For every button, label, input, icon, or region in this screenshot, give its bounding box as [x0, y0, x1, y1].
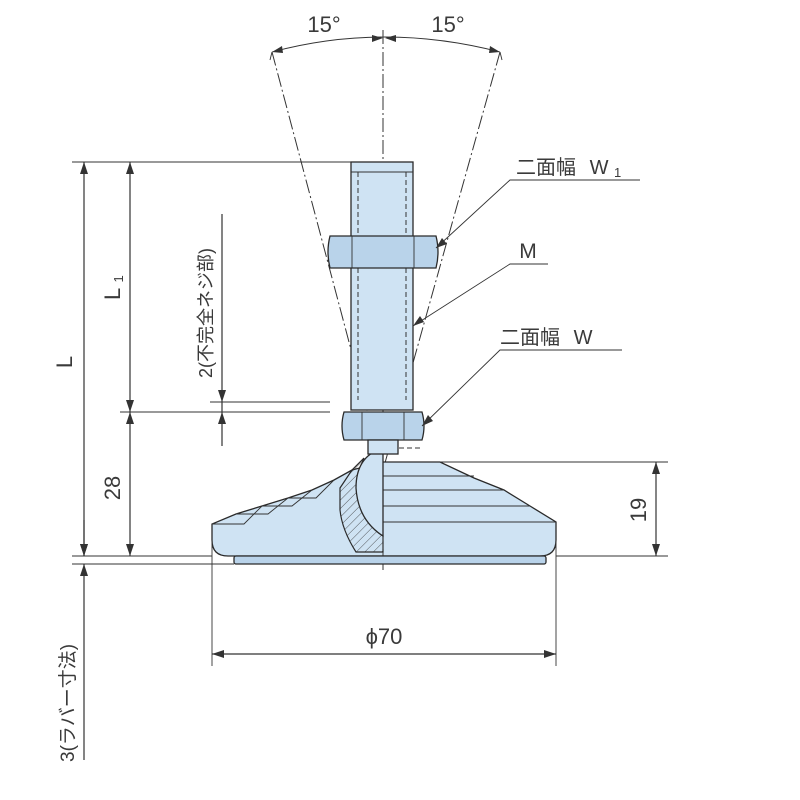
leader-m — [412, 263, 548, 327]
angle-left-tick — [269, 51, 273, 61]
angle-left-label: 15° — [307, 12, 340, 37]
callouts: 二面幅 W 1 M 二面幅 W — [412, 156, 640, 427]
dim-19: 19 — [440, 461, 668, 557]
label-incomplete-thread: 2(不完全ネジ部) — [196, 248, 216, 378]
swivel-angle-group: 15° 15° — [269, 12, 503, 471]
ball — [355, 447, 384, 538]
base-pad — [211, 447, 557, 565]
base-steps-right — [383, 475, 556, 523]
label-w1-prefix: 二面幅 — [516, 156, 576, 179]
label-w-symbol: W — [574, 327, 593, 349]
label-l: L — [52, 356, 77, 368]
threaded-stud — [350, 161, 414, 411]
bolt-assembly — [327, 161, 439, 455]
label-28: 28 — [100, 476, 125, 500]
label-m: M — [519, 240, 537, 263]
label-l1-group: L 1 — [100, 275, 126, 300]
leader-w — [421, 349, 622, 427]
dim-l1: L 1 — [100, 162, 134, 412]
base-body — [211, 461, 557, 557]
base-hex-w — [341, 411, 425, 441]
angle-arrow-center-right — [385, 35, 396, 42]
dim-l: L — [52, 161, 351, 556]
label-rubber: 3(ラバー寸法) — [57, 644, 79, 762]
label-w-group: 二面幅 W — [500, 326, 593, 349]
angle-arrow-left-end — [272, 46, 283, 53]
dim-diameter: ϕ70 — [211, 540, 557, 666]
dim-28: 28 — [100, 412, 134, 556]
angle-arrow-center-left — [372, 35, 383, 42]
label-w1-group: 二面幅 W 1 — [516, 156, 621, 180]
label-w1-sub: 1 — [614, 165, 621, 180]
rubber-pad — [233, 555, 547, 565]
label-l1-sub: 1 — [111, 275, 126, 282]
swivel-angle-arc — [271, 36, 501, 53]
label-19: 19 — [626, 498, 651, 522]
dim-rubber: 3(ラバー寸法) — [57, 520, 234, 762]
angle-right-tick — [499, 51, 503, 61]
lock-nut-w1 — [327, 235, 439, 269]
dim-incomplete-thread: 2(不完全ネジ部) — [120, 214, 330, 446]
base-steps-left — [212, 479, 335, 525]
leader-w-arrow — [422, 415, 433, 426]
angle-arrow-right-end — [489, 46, 500, 53]
angle-right-label: 15° — [431, 12, 464, 37]
leader-w1 — [435, 179, 640, 249]
leader-m-arrow — [413, 316, 424, 326]
label-w1-symbol: W — [590, 157, 609, 179]
label-w-prefix: 二面幅 — [500, 326, 560, 349]
leader-w1-arrow — [436, 238, 447, 248]
bolt-neck — [367, 439, 399, 455]
label-diameter: ϕ70 — [366, 624, 403, 649]
label-l1-symbol: L — [100, 288, 125, 300]
